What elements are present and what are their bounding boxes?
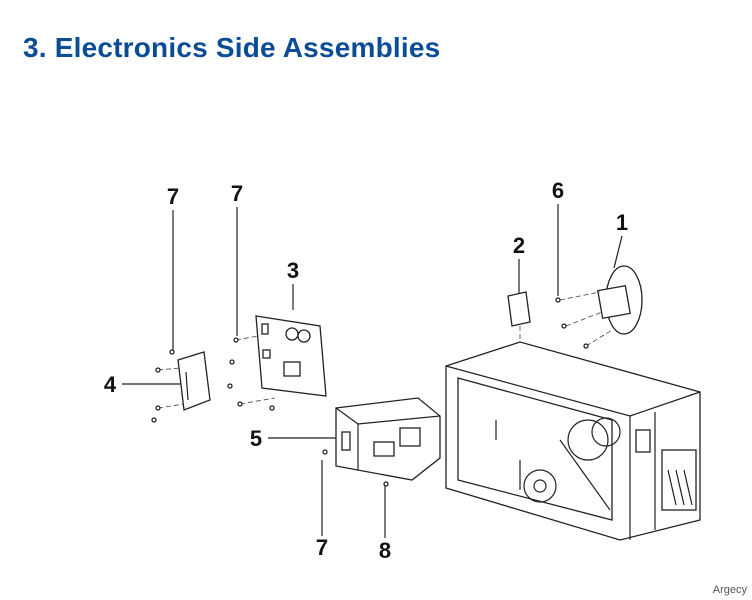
part-5-housing <box>322 397 441 487</box>
callout-6: 6 <box>552 178 564 203</box>
callout-4: 4 <box>104 372 117 397</box>
callout-2: 2 <box>513 233 525 258</box>
callout-7a: 7 <box>167 184 179 209</box>
callout-1: 1 <box>616 210 628 235</box>
page-title: 3. Electronics Side Assemblies <box>23 32 441 63</box>
part-3-pcb <box>227 315 327 411</box>
callout-5: 5 <box>250 426 262 451</box>
leader-lines <box>122 204 623 538</box>
part-4-bracket <box>151 349 211 423</box>
part-1-motor <box>555 265 643 349</box>
callout-8: 8 <box>379 538 391 563</box>
callout-3: 3 <box>287 258 299 283</box>
callout-7b: 7 <box>231 181 243 206</box>
footer-watermark: Argecy <box>712 584 747 596</box>
callout-7c: 7 <box>316 535 328 560</box>
printer-chassis <box>445 341 701 541</box>
